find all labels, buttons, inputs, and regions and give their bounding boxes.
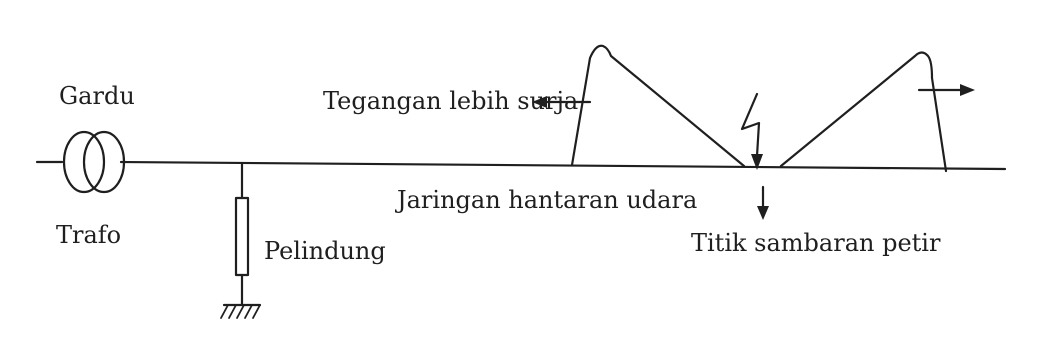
left-surge-wave [570, 44, 746, 168]
ground-hatch-5 [252, 304, 261, 319]
overhead-line-label: Jaringan hantaran udara [394, 186, 697, 214]
left-surge-arrowhead [532, 96, 547, 108]
right-surge-arrowhead [960, 84, 975, 96]
ground-hatch-1 [220, 304, 229, 319]
strike-point-label: Titik sambaran petir [691, 229, 941, 257]
overhead-line [119, 160, 1007, 171]
pelindung-label: Pelindung [264, 237, 386, 265]
surge-label: Tegangan lebih surja [323, 87, 578, 115]
ground-hatch-3 [236, 304, 245, 319]
gardu-label: Gardu [59, 82, 135, 110]
lightning-bolt-icon [740, 92, 761, 158]
ground-hatch-2 [228, 304, 237, 319]
right-surge-wave [779, 51, 948, 173]
strike-point-arrowhead [757, 206, 769, 220]
protector-body [234, 196, 250, 277]
transformer-left-coil [62, 130, 106, 194]
ground-hatch-4 [244, 304, 253, 319]
trafo-label: Trafo [56, 221, 121, 249]
lightning-arrowhead [751, 154, 763, 170]
